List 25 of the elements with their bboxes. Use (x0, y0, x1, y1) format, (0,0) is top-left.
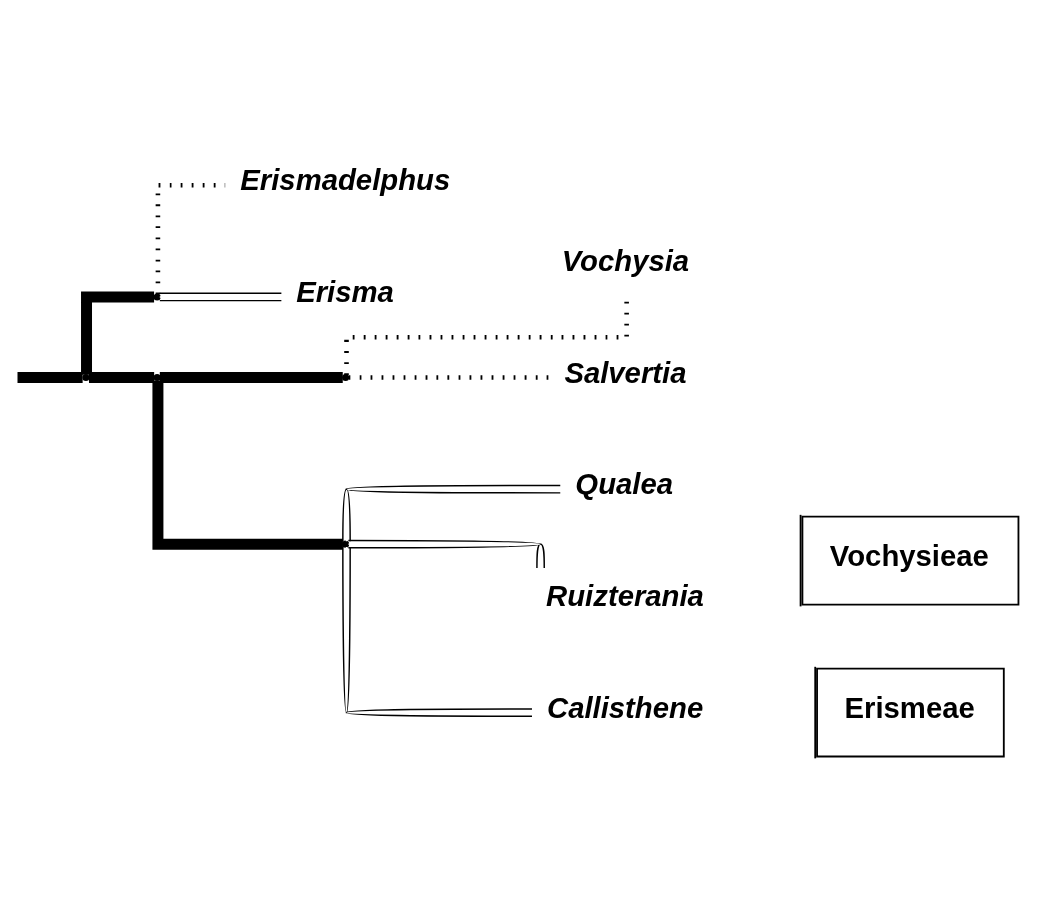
node-point (82, 373, 90, 382)
connector (17, 372, 83, 383)
connector (342, 546, 533, 717)
node-text: Callisthene (546, 690, 704, 724)
node-text: Erisma (296, 275, 394, 309)
connector (347, 539, 545, 569)
label: Vochysieae (829, 538, 989, 572)
node-text: Salvertia (564, 355, 687, 389)
connector (159, 372, 343, 383)
node-point (153, 373, 161, 382)
connector (342, 484, 561, 542)
connector (348, 375, 550, 380)
connector (344, 299, 629, 375)
node-text: Vochysia (561, 243, 690, 277)
connector (81, 291, 155, 375)
connector (159, 292, 283, 302)
node-text: Ruizterania (546, 579, 704, 613)
node-point (342, 373, 350, 382)
label: Erismeae (844, 690, 975, 724)
connector (152, 380, 343, 550)
node-text: Qualea (575, 467, 674, 501)
node-point (342, 540, 350, 548)
node-text: Erismadelphus (240, 163, 451, 197)
connector (89, 372, 155, 383)
node-point (153, 293, 161, 301)
